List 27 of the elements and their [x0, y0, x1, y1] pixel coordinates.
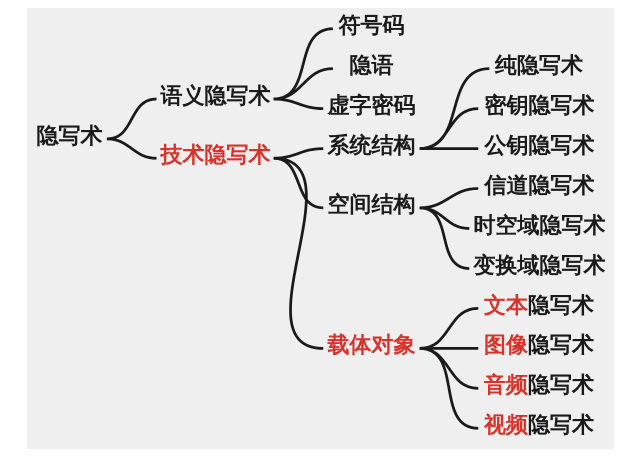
- node-text: 隐语: [348, 54, 393, 79]
- node-text: 语义隐写术: [160, 84, 270, 109]
- node-text: 图像隐写术: [483, 333, 594, 358]
- connector: [273, 98, 323, 110]
- node-text: 隐写术: [36, 124, 102, 149]
- node-text: 文本隐写术: [483, 293, 594, 318]
- node-text: 变换域隐写术: [472, 253, 605, 278]
- connector: [272, 156, 324, 350]
- node-text: 信道隐写术: [484, 173, 594, 198]
- node-text: 音频隐写术: [483, 373, 594, 398]
- node-text: 系统结构: [326, 133, 415, 158]
- node-text: 视频隐写术: [483, 413, 594, 438]
- connector: [106, 138, 156, 160]
- node-text: 技术隐写术: [160, 143, 270, 168]
- connector: [419, 147, 478, 150]
- node-text: 虚字密码: [326, 93, 415, 118]
- connector: [418, 347, 478, 430]
- node-text: 载体对象: [326, 333, 415, 358]
- connector: [419, 67, 489, 150]
- connector: [419, 107, 478, 150]
- node-text: 时空域隐写术: [472, 213, 605, 238]
- node-text: 公钥隐写术: [484, 133, 594, 158]
- node-text: 纯隐写术: [494, 54, 582, 79]
- node-text: 密钥隐写术: [484, 93, 594, 118]
- node-text: 符号码: [338, 14, 404, 39]
- connector: [419, 206, 470, 270]
- node-text: 空间结构: [326, 192, 415, 218]
